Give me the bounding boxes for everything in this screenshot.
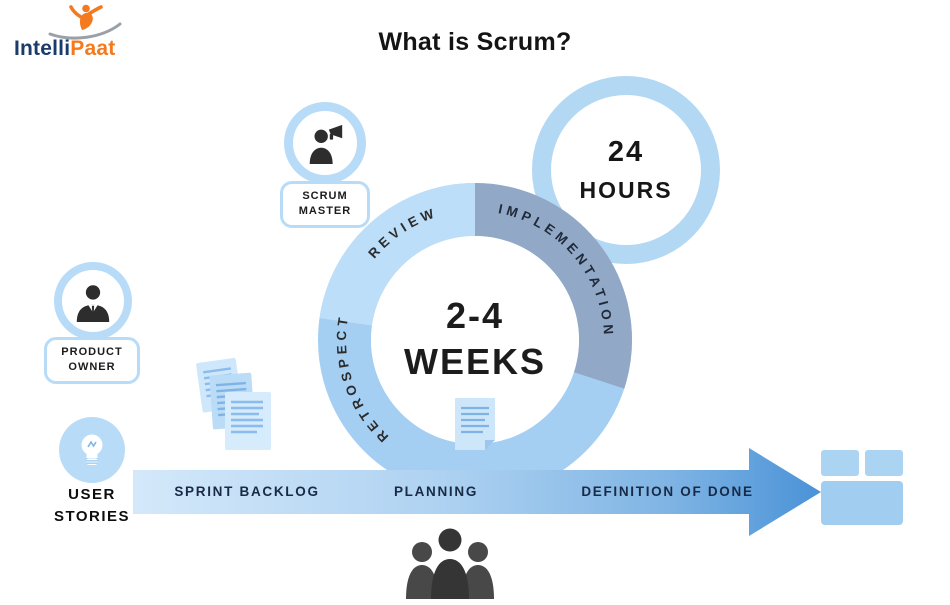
product-owner-label-line1: PRODUCT (61, 346, 123, 358)
document-stack-icon (196, 357, 271, 450)
lightbulb-icon (81, 434, 103, 465)
flow-label-sprint-backlog: SPRINT BACKLOG (174, 484, 320, 499)
person-tie-icon (76, 285, 110, 322)
flow-label-definition-of-done: DEFINITION OF DONE (581, 484, 754, 499)
page-title: What is Scrum? (378, 28, 572, 56)
product-owner-label: PRODUCT OWNER (44, 337, 140, 384)
person-jump-icon (48, 4, 122, 40)
people-group-icon (406, 528, 494, 599)
logo-wordmark: IntelliPaat (14, 37, 164, 61)
product-owner-label-line2: OWNER (68, 361, 116, 374)
logo-text-intelli: Intelli (14, 37, 71, 60)
scrum-master-avatar (284, 102, 366, 184)
scrum-master-label-line2: MASTER (298, 205, 352, 218)
person-megaphone-icon (309, 124, 343, 164)
user-stories-label-line2: STORIES (53, 507, 131, 525)
scrum-master-label: SCRUM MASTER (280, 181, 370, 228)
sprint-duration-line1: 2-4 (446, 295, 504, 336)
user-stories-bubble (59, 417, 125, 483)
document-icon (455, 398, 495, 450)
intellipaat-logo: IntelliPaat (14, 4, 164, 61)
user-stories-label-line1: USER (68, 486, 116, 503)
user-stories-label: USER STORIES (22, 484, 162, 528)
product-owner-avatar (54, 262, 132, 340)
flow-label-planning: PLANNING (393, 484, 479, 499)
package-box-icon (821, 450, 903, 525)
daily-cycle-unit: HOURS (579, 177, 673, 203)
timeline-arrow (133, 448, 821, 536)
daily-cycle-value: 24 (607, 136, 645, 168)
scrum-master-label-line1: SCRUM (302, 190, 348, 202)
logo-text-paat: Paat (70, 37, 116, 60)
ring-inner-circle (371, 236, 579, 444)
ring-implementation-segment (318, 183, 632, 497)
sprint-duration-line2: WEEKS (404, 341, 546, 382)
